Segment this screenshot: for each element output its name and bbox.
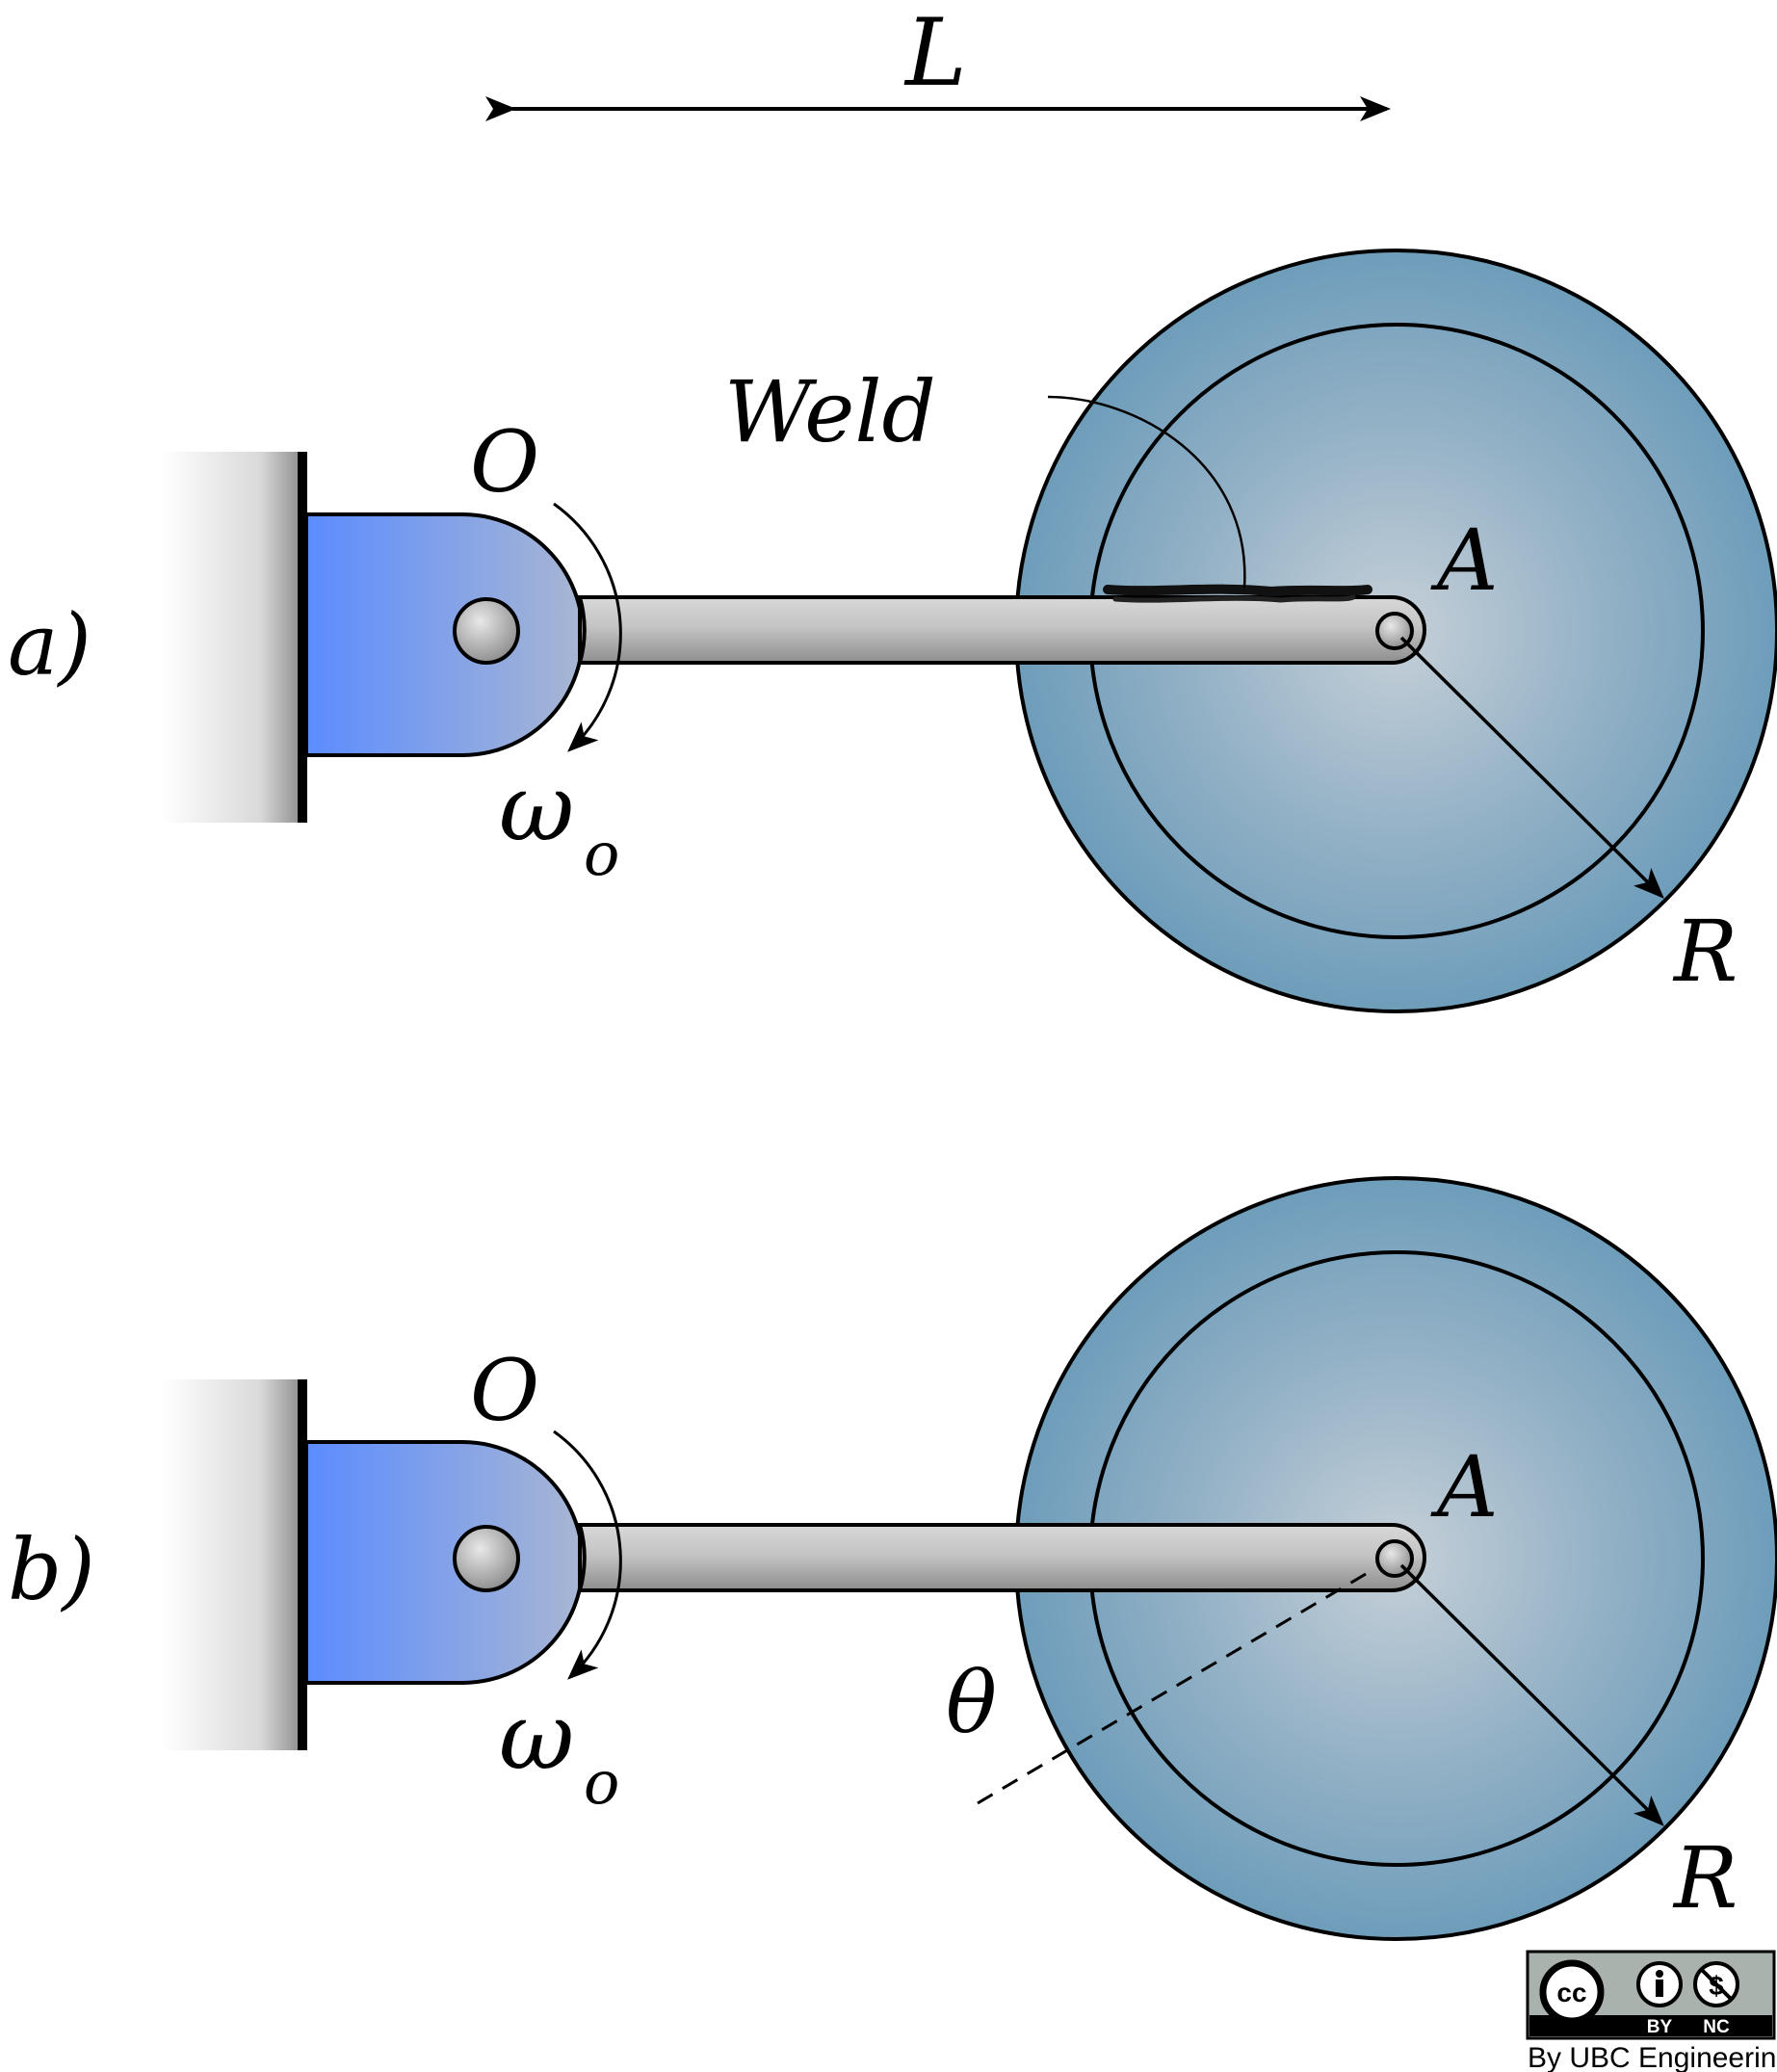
panel-b: b) θ O A R ω o — [8, 1176, 1777, 1941]
weld-bead-rough — [1112, 594, 1356, 603]
license-by: BY — [1647, 2017, 1673, 2037]
length-label: L — [903, 0, 967, 107]
rod — [578, 595, 1426, 665]
rod-bracket-edge — [578, 596, 587, 664]
angular-velocity-subscript: o — [584, 819, 619, 889]
pivot-label: O — [470, 412, 539, 511]
angular-velocity-label: ω — [499, 1683, 574, 1791]
center-label: A — [1430, 511, 1499, 610]
angular-velocity-arrow — [553, 1429, 622, 1680]
wall — [162, 452, 302, 823]
wall — [162, 1379, 302, 1750]
rod-bracket-edge — [578, 1524, 587, 1591]
panel-b-tag: b) — [8, 1520, 95, 1619]
angle-label: θ — [946, 1653, 997, 1752]
weld-leader — [1047, 395, 1246, 589]
weld-bead — [1103, 584, 1372, 597]
angular-velocity-subscript: o — [584, 1747, 619, 1818]
radius-label: R — [1672, 902, 1738, 1001]
license-badge-strip — [1529, 2015, 1772, 2036]
pivot-bracket — [304, 512, 585, 757]
cc-icon — [1539, 1959, 1605, 2025]
license-badge: cc $ BY NC By UBC Engineering — [1526, 1950, 1777, 2072]
angular-velocity-label: ω — [499, 754, 574, 862]
panel-a-tag: a) — [8, 595, 91, 695]
pivot-label: O — [470, 1341, 539, 1440]
pivot-pin — [453, 1525, 520, 1592]
radius-arrow — [1399, 636, 1664, 899]
license-nc: NC — [1703, 2017, 1730, 2037]
pivot-pin — [453, 597, 520, 665]
rod — [578, 1523, 1426, 1592]
attribution-icon-head — [1656, 1970, 1663, 1978]
length-dimension: L — [485, 0, 1391, 121]
cc-icon-text: cc — [1556, 1978, 1586, 2007]
radius-arrow — [1399, 1563, 1664, 1826]
license-credit: By UBC Engineering — [1528, 2042, 1777, 2072]
noncommercial-icon-slash — [1699, 1967, 1734, 2002]
angle-reference-line — [977, 1572, 1367, 1805]
radius-label: R — [1672, 1828, 1738, 1928]
weld-label: Weld — [724, 362, 936, 461]
panel-a: a) Weld O A R ω o — [8, 249, 1777, 1013]
attribution-icon-body — [1656, 1980, 1663, 1997]
center-label: A — [1430, 1437, 1499, 1536]
pivot-bracket — [304, 1440, 585, 1685]
angular-velocity-arrow — [553, 502, 622, 752]
